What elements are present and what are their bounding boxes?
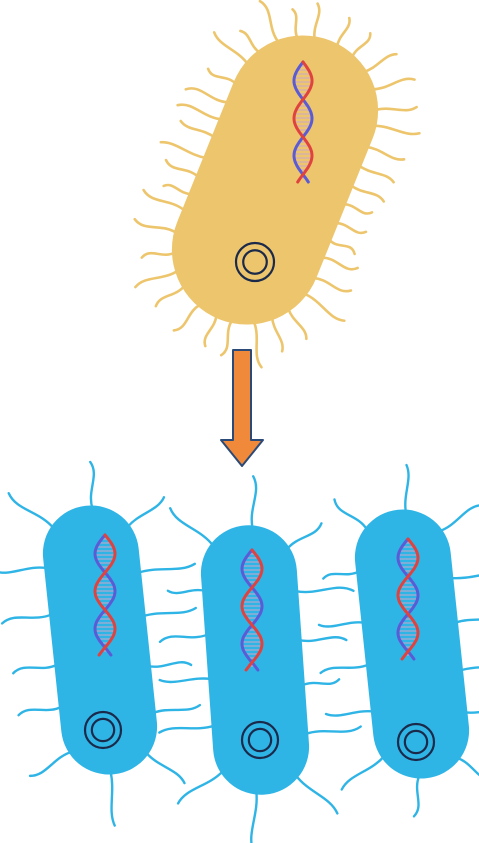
pilus: [159, 725, 215, 732]
parent-bacterium: [95, 0, 450, 393]
pilus: [410, 775, 424, 816]
pilus: [305, 727, 361, 735]
pilus: [125, 497, 167, 527]
pilus: [437, 505, 479, 531]
cell-body: [149, 13, 400, 347]
pilus: [401, 465, 413, 513]
arrow-shape: [221, 350, 263, 466]
pilus: [295, 587, 353, 595]
pilus: [180, 121, 216, 138]
pilus: [161, 140, 206, 160]
pilus: [28, 752, 74, 776]
pilus: [334, 496, 367, 533]
pilus: [372, 66, 415, 103]
pilus: [164, 183, 192, 197]
pilus: [299, 636, 347, 643]
pilus: [170, 505, 213, 548]
pilus: [262, 317, 293, 351]
daughter-bacterium-3: [300, 456, 479, 825]
pilus: [375, 93, 417, 124]
pilus: [343, 201, 372, 216]
pilus: [160, 676, 212, 682]
pilus: [248, 792, 261, 843]
pilus: [350, 185, 385, 202]
pilus: [313, 276, 351, 294]
pilus: [457, 754, 479, 783]
pilus: [283, 9, 307, 38]
pilus: [207, 69, 238, 85]
pilus: [0, 565, 47, 574]
pilus: [87, 462, 98, 509]
pilus: [178, 102, 222, 123]
pilus: [249, 476, 259, 528]
pilus: [323, 571, 360, 578]
pilus: [302, 679, 340, 685]
pilus: [13, 664, 58, 673]
pilus: [248, 1, 290, 42]
pilus: [160, 634, 209, 642]
pilus: [319, 620, 365, 628]
pilus: [339, 756, 387, 789]
pilus: [18, 706, 62, 715]
pilus: [142, 242, 175, 269]
pilus: [336, 18, 351, 48]
pilus: [373, 116, 419, 143]
pilus: [203, 314, 218, 346]
pilus: [138, 564, 195, 573]
pilus: [186, 85, 229, 106]
pilus: [327, 239, 356, 254]
pilus: [455, 615, 479, 623]
pilus: [320, 664, 369, 673]
pilus: [142, 608, 196, 617]
pilus: [358, 165, 395, 182]
pilus: [168, 588, 205, 594]
pilus: [9, 489, 54, 533]
pilus: [366, 144, 404, 162]
pilus: [450, 572, 479, 581]
pilus: [107, 771, 116, 825]
pilus: [335, 220, 366, 235]
arrow-down-icon: [221, 350, 263, 466]
pilus: [165, 160, 200, 177]
pilus: [176, 771, 225, 804]
pilus: [305, 4, 328, 40]
pilus: [146, 749, 185, 787]
pilus: [326, 709, 374, 717]
pilus: [285, 523, 323, 549]
pilus: [153, 705, 201, 713]
pilus: [142, 190, 186, 211]
daughter-bacterium-2: [142, 470, 371, 843]
daughter-bacterium-1: [0, 452, 221, 835]
pilus: [296, 773, 338, 816]
pilus: [134, 216, 177, 238]
pilus: [148, 661, 191, 669]
pilus: [321, 254, 357, 272]
pilus: [2, 614, 53, 624]
pilus: [300, 294, 348, 322]
